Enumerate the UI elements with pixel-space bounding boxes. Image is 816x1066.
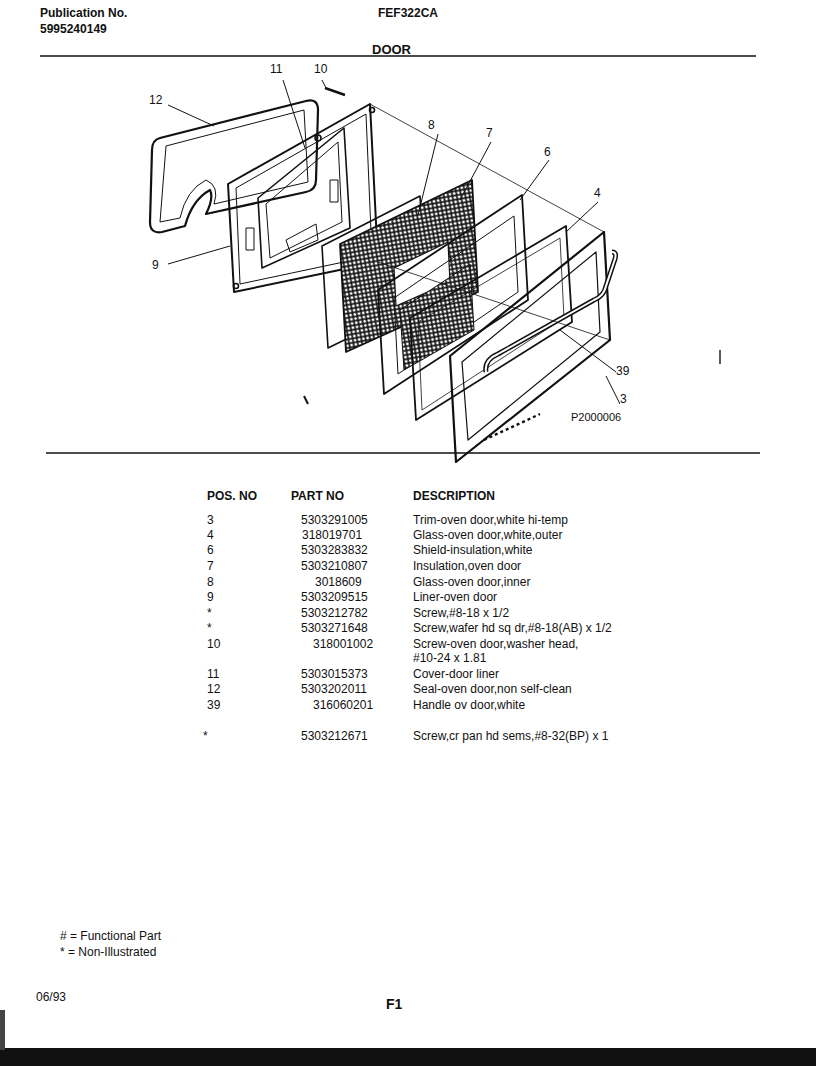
part-description: Cover-door liner <box>413 667 499 681</box>
part-number: 5303283832 <box>301 543 368 557</box>
part-number: 5303015373 <box>301 667 368 681</box>
callout-number: 4 <box>594 186 601 200</box>
part-number: 316060201 <box>313 698 373 712</box>
part-description: Handle ov door,white <box>413 698 525 712</box>
figure-code: P2000006 <box>571 410 621 424</box>
part-number: 5303202011 <box>301 682 367 696</box>
part-description: Screw,cr pan hd sems,#8-32(BP) x 1 <box>413 729 608 743</box>
part-description: Glass-oven door,inner <box>413 575 530 589</box>
table-header: DESCRIPTION <box>413 489 495 503</box>
callout-number: 8 <box>428 118 435 132</box>
table-cell: 4 <box>207 528 214 542</box>
table-header: PART NO <box>291 489 344 503</box>
table-cell: * <box>203 729 208 743</box>
part-number: 5303291005 <box>301 513 368 527</box>
table-header: POS. NO <box>207 489 257 503</box>
part-number: 5303209515 <box>301 590 368 604</box>
part-number: 318001002 <box>313 637 373 651</box>
date-code: 06/93 <box>36 990 66 1004</box>
part-description: Screw,wafer hd sq dr,#8-18(AB) x 1/2 <box>413 621 612 635</box>
table-cell: 39 <box>207 698 220 712</box>
part-description: Seal-oven door,non self-clean <box>413 682 572 696</box>
table-cell: 11 <box>207 667 219 681</box>
part-description: Screw-oven door,washer head, #10-24 x 1.… <box>413 637 603 665</box>
part-description: Glass-oven door,white,outer <box>413 528 562 542</box>
part-number: 3018609 <box>315 575 362 589</box>
table-cell: 9 <box>207 590 214 604</box>
part-description: Screw,#8-18 x 1/2 <box>413 606 509 620</box>
legend-note: # = Functional Part <box>60 929 161 943</box>
table-cell: 8 <box>207 575 214 589</box>
table-cell: 3 <box>207 513 214 527</box>
table-cell: 10 <box>207 637 220 651</box>
table-cell: 7 <box>207 559 214 573</box>
part-description: Insulation,oven door <box>413 559 521 573</box>
section-title: DOOR <box>372 43 411 57</box>
callout-number: 12 <box>149 93 162 107</box>
legend-note: * = Non-Illustrated <box>60 945 156 959</box>
callout-number: 3 <box>620 392 627 406</box>
callout-number: 10 <box>314 62 327 76</box>
part-description: Shield-insulation,white <box>413 543 532 557</box>
table-cell: * <box>207 606 212 620</box>
callout-number: 6 <box>544 145 551 159</box>
callout-number: 39 <box>616 364 629 378</box>
part-number: 5303210807 <box>301 559 368 573</box>
part-number: 5303212671 <box>301 729 368 743</box>
callout-number: 7 <box>486 126 493 140</box>
part-number: 5303212782 <box>301 606 368 620</box>
part-description: Trim-oven door,white hi-temp <box>413 513 568 527</box>
table-cell: 6 <box>207 543 214 557</box>
part-number: 5303271648 <box>301 621 368 635</box>
header-label: Publication No. <box>40 6 127 20</box>
callout-number: 9 <box>152 258 159 272</box>
page-number: F1 <box>386 997 402 1011</box>
publication-number: 5995240149 <box>40 22 107 36</box>
table-cell: 12 <box>207 682 220 696</box>
part-number: 318019701 <box>302 528 362 542</box>
part-description: Liner-oven door <box>413 590 497 604</box>
model-number: FEF322CA <box>378 6 438 20</box>
table-cell: * <box>207 621 212 635</box>
callout-number: 11 <box>270 62 282 76</box>
